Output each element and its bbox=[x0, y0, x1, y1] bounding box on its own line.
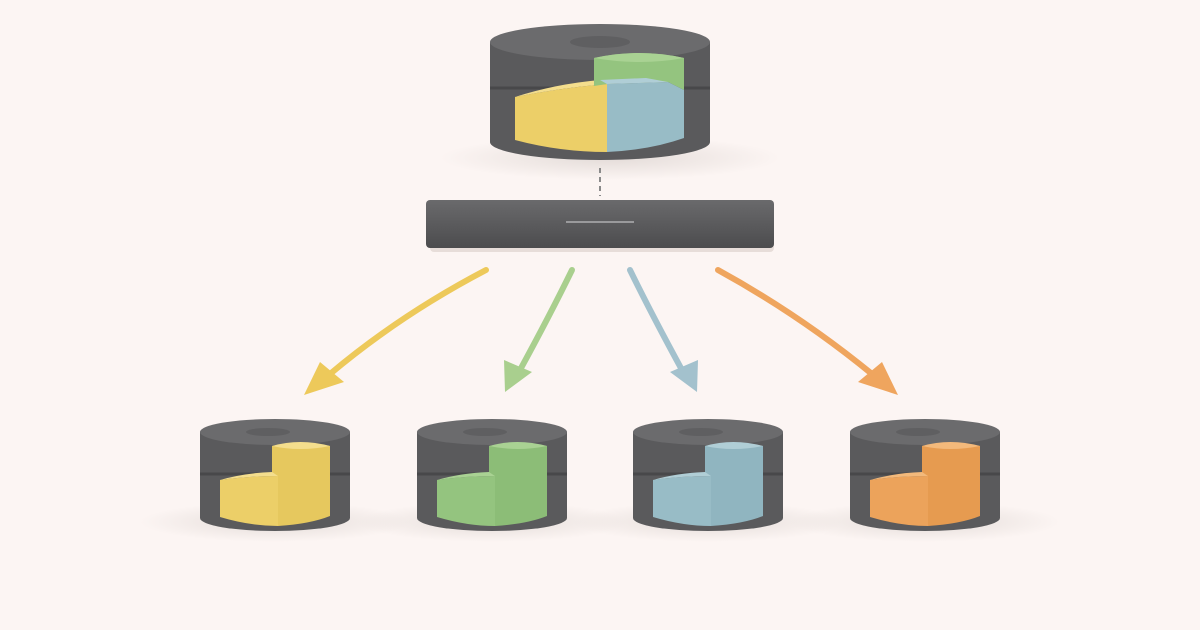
yellow-segment bbox=[515, 84, 607, 152]
shard-top-cap bbox=[679, 428, 723, 436]
arrow-yellow-shaft bbox=[327, 267, 489, 377]
arrow-blue bbox=[627, 267, 698, 392]
shard-green bbox=[357, 419, 627, 542]
shard-fill-back bbox=[489, 443, 547, 526]
shard-fill-ledge bbox=[653, 472, 711, 480]
shard-fill-back bbox=[922, 443, 980, 526]
blue-segment-top bbox=[600, 78, 668, 84]
source-database bbox=[440, 24, 780, 180]
arrow-yellow bbox=[304, 267, 489, 395]
shard-fill-front bbox=[870, 476, 928, 526]
router-bar bbox=[426, 200, 774, 248]
shard-blue bbox=[573, 419, 843, 542]
yellow-segment-top bbox=[515, 80, 607, 97]
arrow-orange bbox=[715, 267, 898, 395]
shard-fill-back bbox=[272, 443, 330, 526]
source-database-top-cap bbox=[570, 36, 630, 48]
shard-fill-top bbox=[272, 442, 330, 449]
shard-fill-front bbox=[220, 476, 278, 526]
shard-top-cap bbox=[896, 428, 940, 436]
arrow-green-shaft bbox=[517, 267, 575, 373]
shard-fill-front bbox=[653, 476, 711, 526]
shard-fill-front bbox=[437, 476, 495, 526]
shard-top-cap bbox=[246, 428, 290, 436]
arrow-green bbox=[504, 267, 575, 392]
arrow-blue-head bbox=[670, 360, 698, 392]
shard-fill-ledge bbox=[220, 472, 278, 480]
green-segment-top bbox=[594, 53, 684, 62]
arrow-green-head bbox=[504, 360, 532, 392]
shard-fill-ledge bbox=[437, 472, 495, 480]
shard-fill-top bbox=[489, 442, 547, 449]
arrow-yellow-head bbox=[304, 362, 344, 395]
shard-yellow bbox=[140, 419, 410, 542]
arrow-orange-shaft bbox=[715, 267, 875, 377]
arrow-orange-head bbox=[858, 362, 898, 395]
shard-top-cap bbox=[463, 428, 507, 436]
shard-router bbox=[426, 200, 774, 252]
shard-fill-top bbox=[922, 442, 980, 449]
shard-orange bbox=[790, 419, 1060, 542]
blue-segment bbox=[607, 82, 684, 152]
shard-fill-back bbox=[705, 443, 763, 526]
arrow-blue-shaft bbox=[627, 267, 685, 373]
shard-fill-ledge bbox=[870, 472, 928, 480]
shard-fill-top bbox=[705, 442, 763, 449]
